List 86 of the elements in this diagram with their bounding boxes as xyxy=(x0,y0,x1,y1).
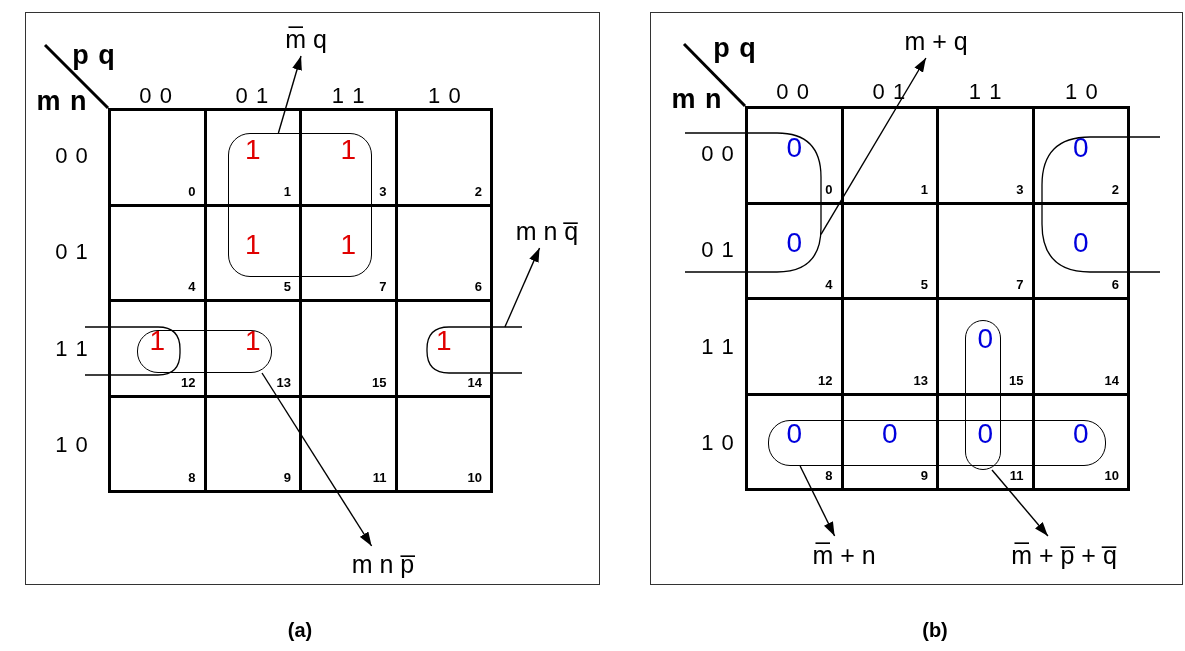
cell-index: 3 xyxy=(379,184,387,198)
cell-value: 1 xyxy=(244,135,261,164)
cell-index: 14 xyxy=(1104,373,1119,387)
row-header: 0 1 xyxy=(701,239,735,262)
cell-index: 13 xyxy=(276,375,291,389)
cell-index: 8 xyxy=(188,471,196,484)
cell-value: 0 xyxy=(977,420,994,449)
grouping-loop xyxy=(228,133,372,277)
grouping-loop xyxy=(137,330,272,373)
grouping-loop xyxy=(85,327,180,375)
arrow xyxy=(820,57,927,236)
grouping-loop xyxy=(685,133,821,272)
column-header: 1 1 xyxy=(968,81,1003,103)
cell-value: 1 xyxy=(340,231,357,260)
cell-index: 2 xyxy=(1111,182,1119,196)
column-header: 1 0 xyxy=(428,85,462,107)
cell-value: 1 xyxy=(244,231,261,260)
term-label: m̅ q xyxy=(270,22,342,56)
cell-index: 15 xyxy=(1009,373,1024,387)
column-header: 0 0 xyxy=(139,85,173,107)
column-header: 0 1 xyxy=(872,81,907,103)
row-header: 1 1 xyxy=(701,335,735,358)
grouping-loop xyxy=(1042,137,1160,272)
arrow xyxy=(261,372,373,547)
term-label: m̅ + p̅ + q̅ xyxy=(986,536,1142,574)
column-header: 0 1 xyxy=(235,85,270,107)
cell-index: 1 xyxy=(920,182,928,196)
cell-index: 12 xyxy=(181,375,196,389)
cell-index: 9 xyxy=(283,471,291,484)
term-label: m n p̅ xyxy=(334,546,432,582)
panel-caption: (a) xyxy=(287,620,313,640)
arrow xyxy=(277,55,302,134)
cell-index: 0 xyxy=(188,184,196,198)
cell-index: 11 xyxy=(1009,469,1024,482)
column-variables: p q xyxy=(72,41,116,69)
arrow xyxy=(799,465,836,537)
column-variables: p q xyxy=(713,34,757,62)
cell-index: 1 xyxy=(283,184,291,198)
row-header: 0 1 xyxy=(55,241,89,264)
cell-index: 4 xyxy=(188,280,196,293)
cell-index: 10 xyxy=(467,471,482,484)
term-label: m n q̅ xyxy=(505,214,589,248)
term-label: m̅ + n xyxy=(794,536,894,574)
cell-value: 0 xyxy=(977,324,994,353)
cell-index: 12 xyxy=(818,373,833,387)
grouping-loop xyxy=(768,420,1106,466)
cell-index: 7 xyxy=(1016,278,1024,291)
row-header: 0 0 xyxy=(701,143,735,166)
cell-value: 0 xyxy=(1072,420,1089,449)
cell-value: 0 xyxy=(1072,133,1089,162)
cell-value: 0 xyxy=(1072,229,1089,258)
cell-index: 4 xyxy=(825,278,833,291)
cell-value: 0 xyxy=(881,420,898,449)
cell-index: 6 xyxy=(474,280,482,293)
cell-index: 13 xyxy=(913,373,928,387)
row-header: 1 0 xyxy=(55,433,89,456)
row-variables: m n xyxy=(671,85,723,113)
arrow xyxy=(991,469,1049,537)
term-label: m + q xyxy=(888,24,984,58)
row-header: 1 0 xyxy=(701,431,735,454)
cell-index: 14 xyxy=(467,375,482,389)
cell-index: 2 xyxy=(474,184,482,198)
column-header: 1 1 xyxy=(331,85,366,107)
cell-index: 7 xyxy=(379,280,387,293)
cell-index: 5 xyxy=(920,278,928,291)
panel-caption: (b) xyxy=(922,620,948,640)
row-variables: m n xyxy=(36,87,88,115)
row-header: 0 0 xyxy=(55,145,89,168)
cell-value: 0 xyxy=(786,229,803,258)
column-header: 0 0 xyxy=(776,81,810,103)
arrow xyxy=(504,247,541,328)
cell-value: 1 xyxy=(149,326,166,355)
cell-index: 15 xyxy=(372,375,387,389)
grouping-loop xyxy=(427,327,522,373)
cell-value: 1 xyxy=(340,135,357,164)
cell-index: 3 xyxy=(1016,182,1024,196)
cell-index: 0 xyxy=(825,182,833,196)
cell-index: 10 xyxy=(1104,469,1119,482)
cell-value: 0 xyxy=(786,420,803,449)
row-header: 1 1 xyxy=(55,337,89,360)
column-header: 1 0 xyxy=(1065,81,1099,103)
cell-index: 9 xyxy=(920,469,928,482)
cell-index: 11 xyxy=(372,471,387,484)
cell-value: 0 xyxy=(786,133,803,162)
cell-value: 1 xyxy=(435,326,452,355)
cell-value: 1 xyxy=(244,326,261,355)
